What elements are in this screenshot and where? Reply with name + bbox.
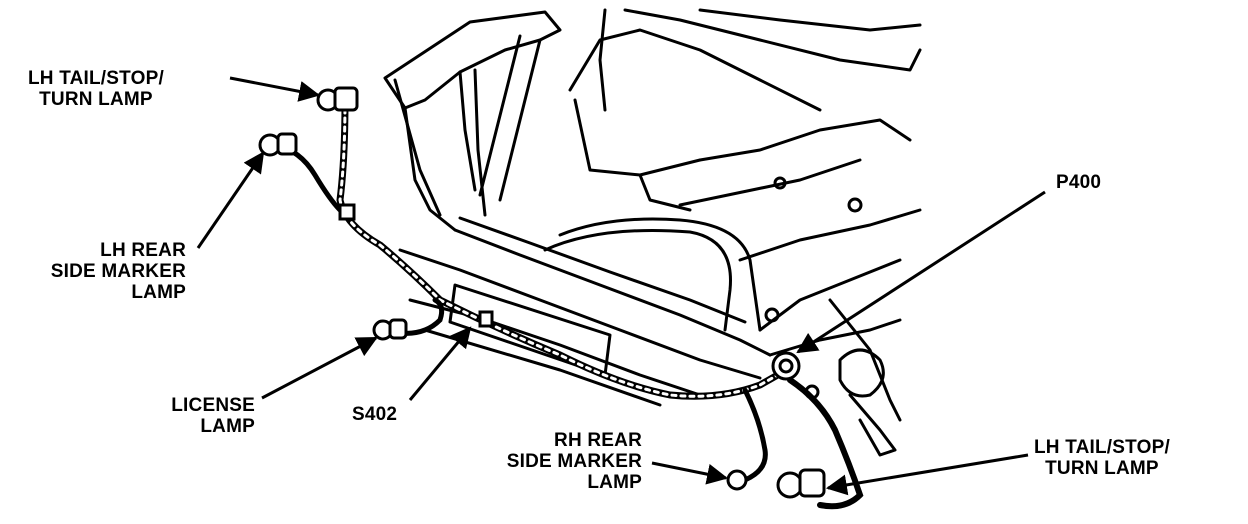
arrow-s402 [408, 326, 472, 401]
label-p400: P400 [1056, 172, 1102, 193]
label-rh-rear-side-marker-lamp: RH REAR SIDE MARKER LAMP [506, 430, 642, 493]
arrow-lh-tail-bottom [825, 453, 1029, 496]
wiring-harness [272, 96, 864, 510]
label-license-lamp: LICENSE LAMP [171, 395, 255, 437]
leader-arrows [196, 76, 1046, 496]
arrow-lh-tail-top [229, 76, 321, 102]
arrow-license-lamp [261, 336, 378, 400]
label-lh-tail-stop-turn-lamp-bottom: LH TAIL/STOP/ TURN LAMP [1034, 437, 1170, 479]
arrow-lh-rear-side-marker [196, 151, 265, 249]
arrow-rh-rear-side-marker [651, 461, 729, 485]
label-lh-rear-side-marker-lamp: LH REAR SIDE MARKER LAMP [50, 240, 186, 303]
arrow-p400 [796, 190, 1046, 354]
label-s402: S402 [352, 404, 398, 425]
lamp-connectors [258, 86, 826, 499]
label-lh-tail-stop-turn-lamp-top: LH TAIL/STOP/ TURN LAMP [28, 68, 164, 110]
